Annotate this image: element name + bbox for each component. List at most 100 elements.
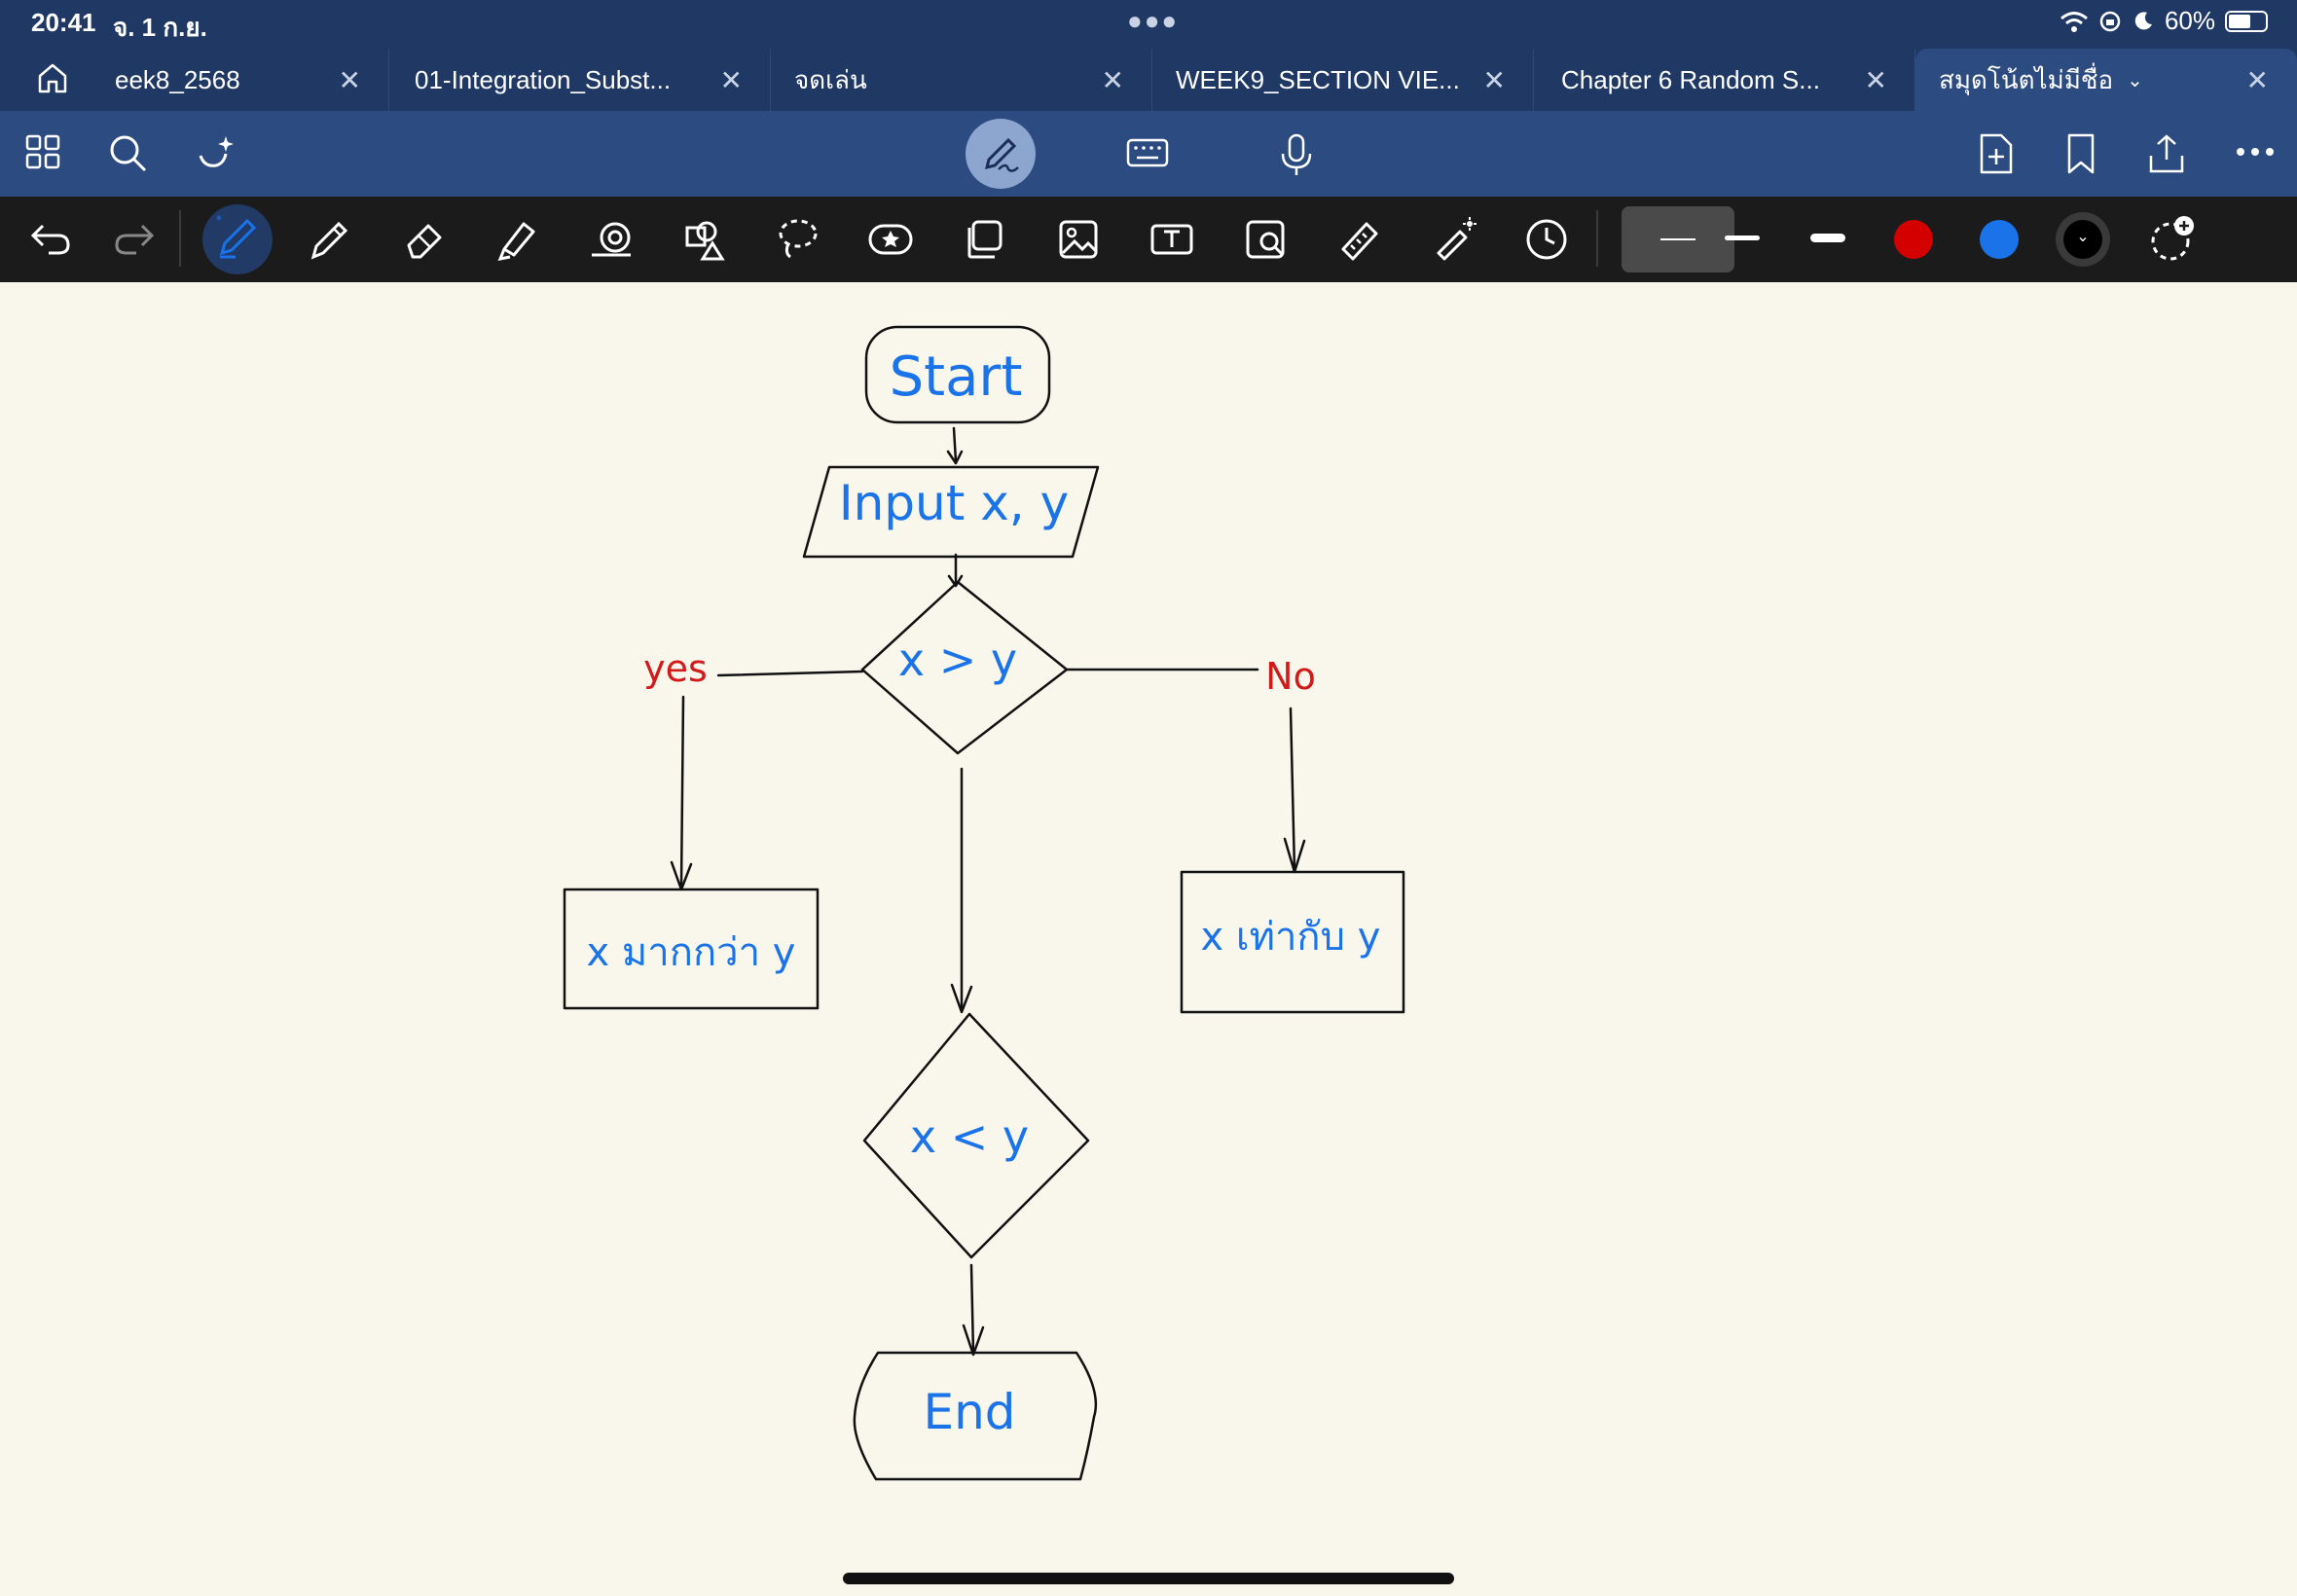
tab-untitled-notebook[interactable]: สมุดโน้ตไม่มีชื่อ ⌄ ✕: [1915, 49, 2297, 111]
line-width-medium[interactable]: [1725, 236, 1760, 240]
chevron-down-icon[interactable]: ⌄: [2127, 69, 2143, 91]
keyboard-icon[interactable]: [1125, 132, 1170, 171]
pen-tool-selected[interactable]: [202, 204, 273, 274]
decision1-diamond-shape: [860, 580, 1069, 755]
pencil-icon[interactable]: [308, 216, 350, 263]
svg-text:*: *: [216, 214, 222, 227]
yes-result-label: x มากกว่า y: [587, 930, 796, 975]
tab-label: 01-Integration_Subst...: [415, 64, 672, 94]
status-time: 20:41: [31, 8, 96, 37]
no-label: No: [1265, 655, 1316, 698]
text-box-icon[interactable]: [1148, 216, 1195, 263]
color-swatch-blue[interactable]: [1980, 220, 2019, 259]
no-result-box-shape: [1180, 870, 1405, 1014]
ruler-icon[interactable]: [1337, 216, 1382, 263]
home-indicator[interactable]: [843, 1573, 1454, 1584]
line-width-thin-selected[interactable]: [1622, 206, 1734, 272]
yes-label: yes: [643, 647, 708, 690]
close-icon[interactable]: ✕: [2245, 65, 2269, 95]
orientation-lock-icon: [2099, 11, 2121, 31]
close-icon[interactable]: ✕: [1101, 65, 1124, 95]
battery-icon: [2225, 10, 2268, 32]
line-thin-swatch: [1660, 238, 1695, 240]
more-options-icon[interactable]: [2235, 146, 2276, 158]
multitasking-dots-icon[interactable]: ●●●: [1127, 6, 1180, 35]
pen-icon[interactable]: *: [214, 214, 261, 265]
yes-result-box-shape: [563, 888, 820, 1010]
wifi-icon: [2060, 11, 2088, 32]
arrowhead: [947, 574, 964, 588]
toolbar-divider: [1596, 210, 1598, 267]
share-icon[interactable]: [2145, 132, 2188, 175]
chevron-down-icon: ⌄: [2063, 220, 2102, 259]
line-width-thick[interactable]: [1810, 234, 1845, 242]
laser-pointer-icon[interactable]: [1431, 216, 1477, 263]
tab-notes[interactable]: จดเล่น ✕: [771, 49, 1152, 111]
home-icon[interactable]: [35, 60, 70, 95]
microphone-icon[interactable]: [1277, 132, 1316, 177]
lasso-icon[interactable]: [775, 216, 820, 263]
start-label: Start: [890, 345, 1023, 409]
highlighter-icon[interactable]: [494, 216, 539, 263]
color-swatch-red[interactable]: [1894, 220, 1933, 259]
battery-percent: 60%: [2164, 6, 2215, 35]
undo-icon[interactable]: [29, 218, 72, 257]
eraser-icon[interactable]: [401, 216, 448, 263]
sticky-note-icon[interactable]: [964, 216, 1006, 263]
pen-handwriting-icon: [984, 137, 1019, 172]
moon-icon: [2134, 11, 2152, 29]
add-page-icon[interactable]: [1976, 132, 2015, 175]
close-icon[interactable]: ✕: [1482, 65, 1506, 95]
yes-branch-arrow: [679, 695, 685, 889]
arrow-start-input: [952, 426, 958, 463]
clock-history-icon[interactable]: [1524, 216, 1569, 263]
start-terminator-shape: [864, 325, 1051, 424]
image-icon[interactable]: [1057, 216, 1100, 263]
close-icon[interactable]: ✕: [1864, 65, 1887, 95]
add-preset-icon[interactable]: [2149, 214, 2196, 263]
status-date: จ. 1 ก.ย.: [113, 13, 207, 42]
document-tab-bar: eek8_2568 ✕ 01-Integration_Subst... ✕ จด…: [0, 49, 2297, 111]
arrowhead: [946, 450, 964, 465]
ai-sparkle-icon[interactable]: [195, 132, 237, 173]
decision1-label: x > y: [898, 634, 1017, 686]
tab-integration[interactable]: 01-Integration_Subst... ✕: [389, 49, 771, 111]
tab-label: eek8_2568: [115, 64, 240, 94]
yes-branch-line: [716, 670, 864, 677]
no-branch-arrow: [1289, 707, 1296, 872]
shapes-icon[interactable]: [681, 216, 728, 263]
input-parallelogram-shape: [802, 465, 1100, 559]
tab-label: Chapter 6 Random S...: [1561, 64, 1820, 94]
zoom-window-icon[interactable]: [1244, 216, 1289, 263]
no-result-label: x เท่ากับ y: [1201, 915, 1381, 960]
grid-icon[interactable]: [23, 132, 62, 171]
note-canvas[interactable]: Start Input x, y x > y x มากกว่า y x เท่…: [0, 282, 2297, 1596]
pen-mode-button[interactable]: [966, 119, 1036, 189]
arrowhead: [962, 1324, 985, 1357]
drawing-toolbar: * ⌄: [0, 197, 2297, 282]
redo-icon[interactable]: [113, 218, 156, 257]
input-label: Input x, y: [839, 475, 1069, 531]
close-icon[interactable]: ✕: [338, 65, 361, 95]
tab-chapter6[interactable]: Chapter 6 Random S... ✕: [1534, 49, 1915, 111]
color-picker-button[interactable]: ⌄: [2056, 212, 2110, 267]
flowchart-drawing: Start Input x, y x > y x มากกว่า y x เท่…: [563, 325, 1405, 1481]
toolbar-divider: [179, 210, 181, 267]
close-icon[interactable]: ✕: [719, 65, 743, 95]
decision2-diamond-shape: [862, 1012, 1090, 1259]
battery-level-fill: [2229, 14, 2250, 28]
sticker-icon[interactable]: [866, 216, 915, 263]
top-toolbar: [0, 111, 2297, 197]
decision2-label: x < y: [910, 1110, 1029, 1163]
end-label: End: [923, 1384, 1015, 1440]
tab-week8[interactable]: eek8_2568 ✕: [103, 49, 389, 111]
search-icon[interactable]: [107, 132, 148, 173]
bookmark-icon[interactable]: [2063, 132, 2098, 175]
arrow-to-end: [969, 1263, 975, 1355]
tab-week9[interactable]: WEEK9_SECTION VIE... ✕: [1152, 49, 1534, 111]
tab-label: สมุดโน้ตไม่มีชื่อ: [1939, 64, 2114, 94]
tab-label: จดเล่น: [794, 64, 867, 94]
tab-label: WEEK9_SECTION VIE...: [1176, 64, 1460, 94]
shape-tool-icon[interactable]: [588, 216, 635, 263]
end-terminator-shape: [853, 1351, 1098, 1481]
